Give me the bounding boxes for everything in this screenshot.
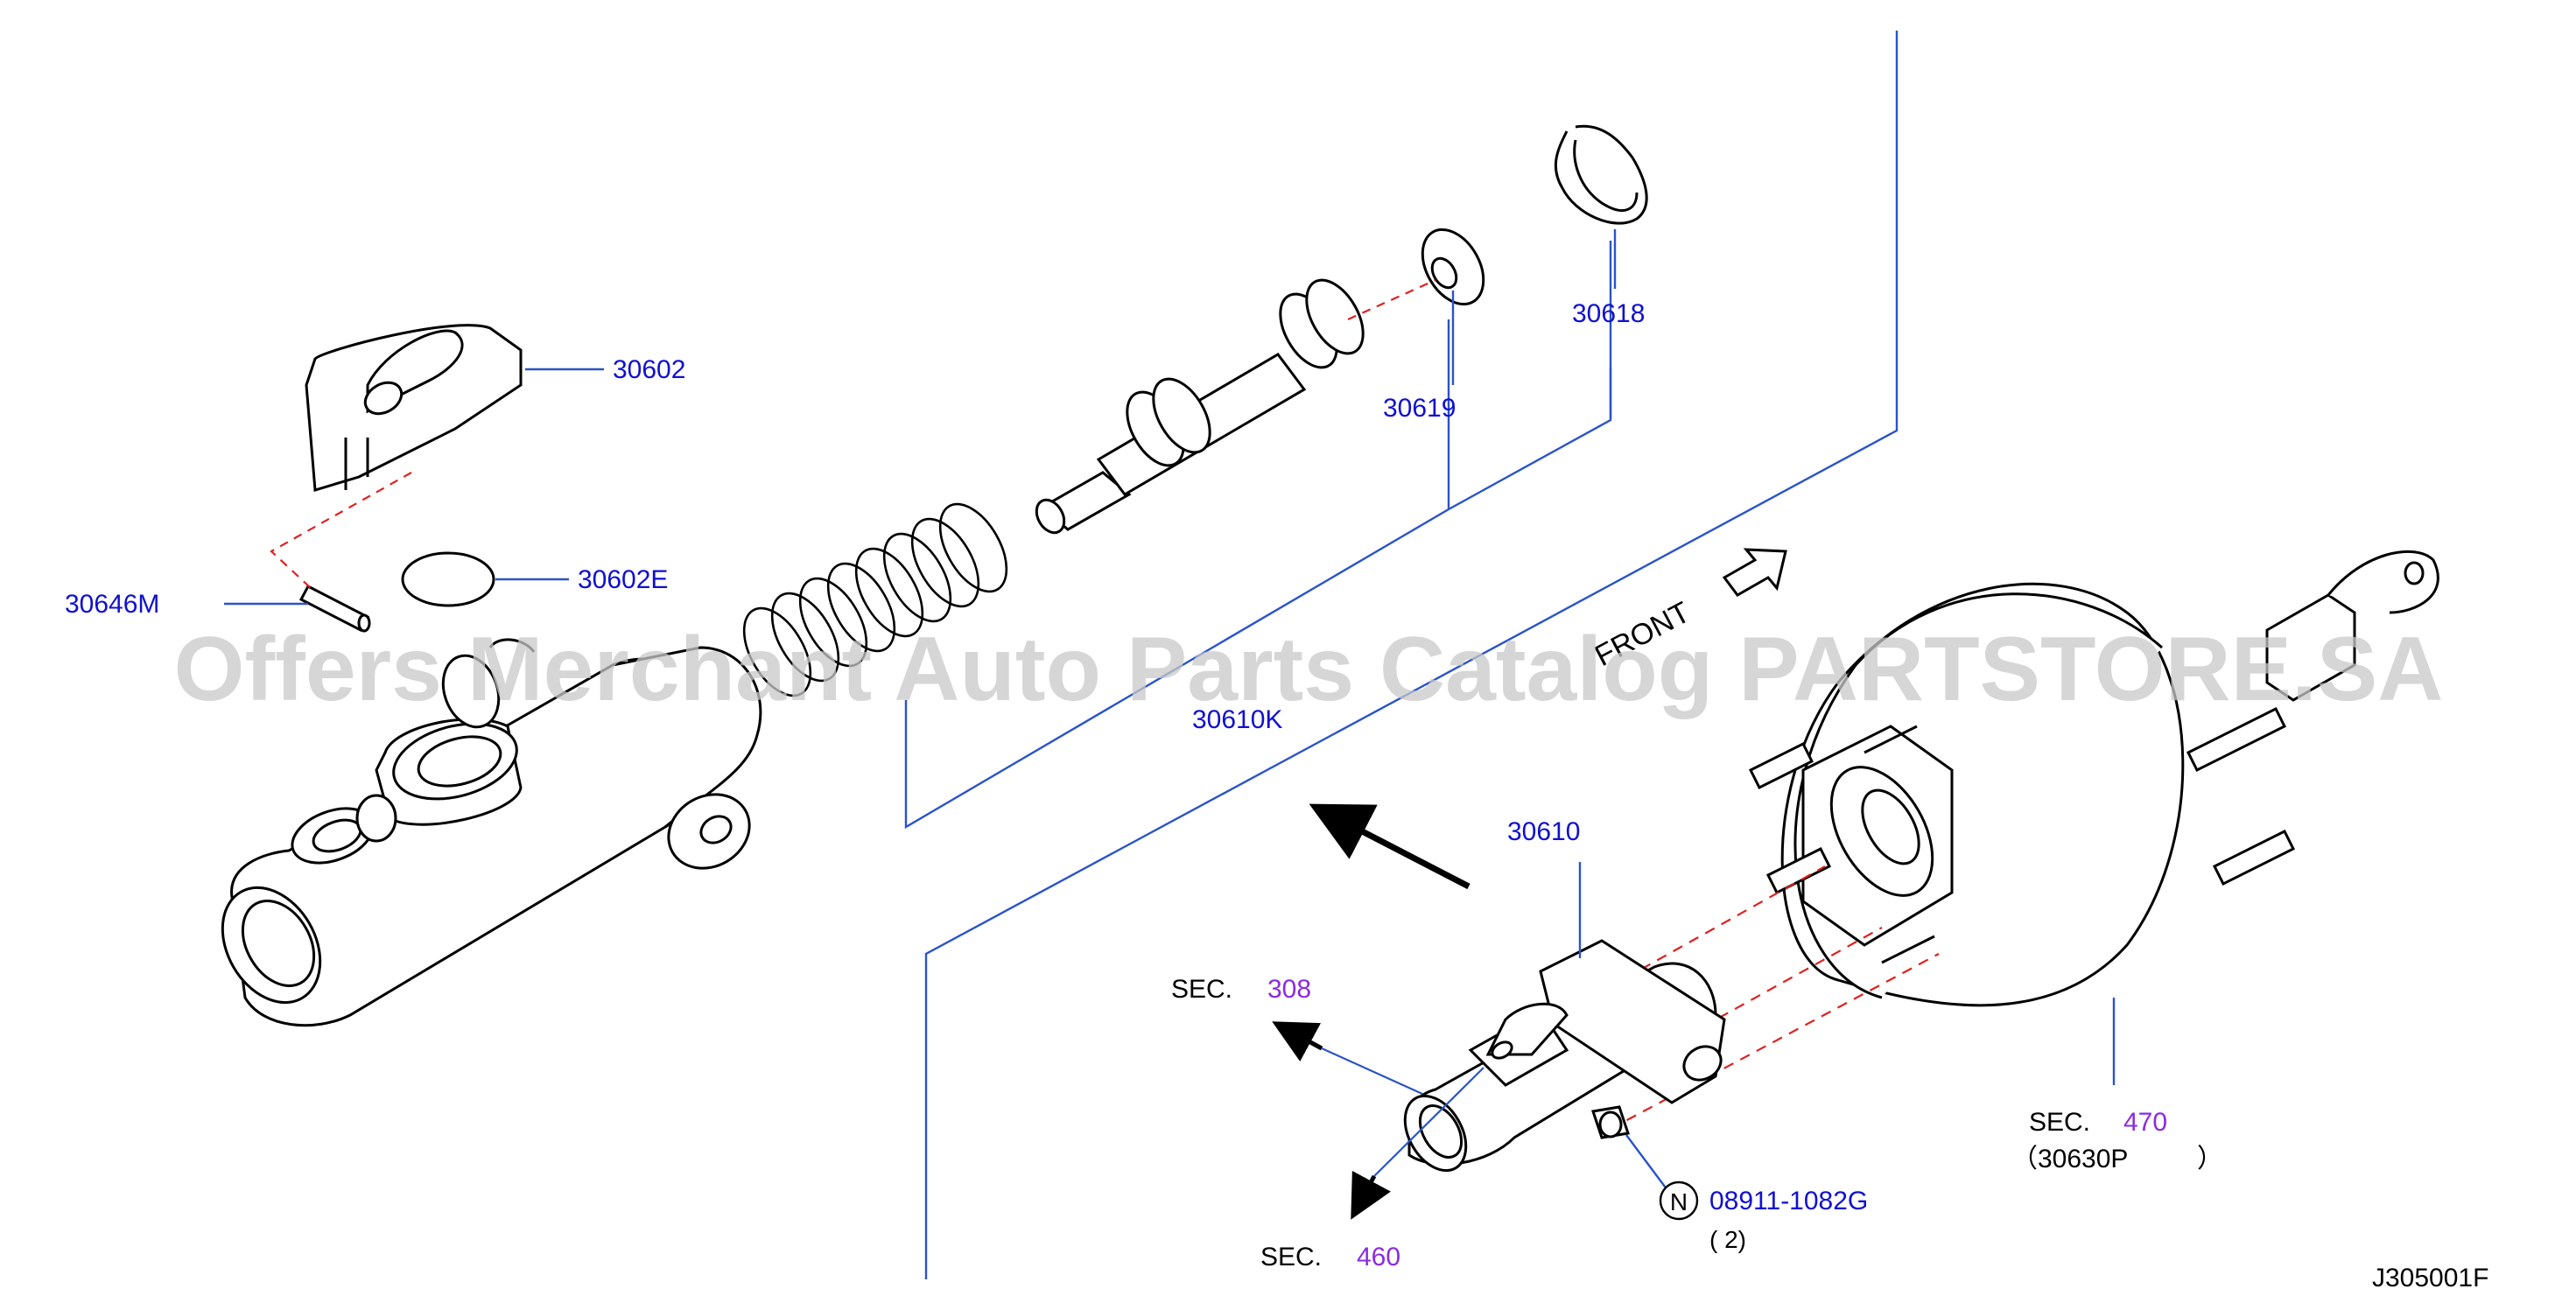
callout-30646m: 30646M bbox=[65, 590, 159, 619]
nut-symbol-icon: N bbox=[1659, 1180, 1699, 1221]
section-prefix: SEC. bbox=[2029, 1108, 2090, 1137]
callout-30610: 30610 bbox=[1507, 817, 1580, 846]
brake-booster bbox=[1748, 550, 2439, 1007]
piston-assembly bbox=[1035, 278, 1365, 535]
return-spring bbox=[742, 502, 1008, 697]
callout-30602: 30602 bbox=[613, 355, 685, 384]
callout-30602e: 30602E bbox=[578, 565, 668, 594]
assembly-bracket bbox=[904, 241, 1612, 830]
retaining-pin bbox=[298, 584, 371, 633]
section-prefix: SEC. bbox=[1260, 1243, 1322, 1271]
section-ref-470: SEC. 470 （30630P ） bbox=[2011, 1108, 2223, 1173]
master-cylinder-installed bbox=[1403, 939, 1726, 1173]
section-prefix: SEC. bbox=[1171, 975, 1232, 1004]
nut-symbol-text: N bbox=[1670, 1188, 1688, 1215]
reservoir-connector bbox=[305, 324, 523, 492]
callout-labels: 30602 30602E 30646M 30610K 30619 30618 3… bbox=[65, 299, 1868, 1215]
section-number: 470 bbox=[2123, 1108, 2167, 1137]
section-ref-308: SEC. 308 bbox=[1171, 975, 1311, 1004]
section-ref-460: SEC. 460 bbox=[1260, 1243, 1400, 1271]
section-number: 460 bbox=[1357, 1243, 1400, 1271]
front-arrow-icon bbox=[1722, 548, 1787, 597]
drawing-code: J305001F bbox=[2372, 1264, 2488, 1292]
section-sub-close: ） bbox=[2197, 1145, 2223, 1173]
direction-arrows bbox=[1309, 803, 1470, 890]
callout-08911: 08911-1082G bbox=[1709, 1187, 1868, 1215]
snap-ring bbox=[1554, 124, 1648, 225]
stopper-seal bbox=[1421, 228, 1485, 306]
callout-08911-qty: ( 2) bbox=[1709, 1226, 1746, 1253]
watermark: Offers Merchant Auto Parts Catalog PARTS… bbox=[174, 619, 2444, 720]
callout-30619: 30619 bbox=[1383, 394, 1456, 423]
reservoir-seal bbox=[401, 551, 495, 607]
callout-30618: 30618 bbox=[1572, 299, 1645, 328]
section-frame bbox=[924, 31, 1899, 1279]
callout-30610k: 30610K bbox=[1192, 705, 1282, 734]
section-ref-leaders bbox=[1321, 1047, 1485, 1177]
master-cylinder-body bbox=[221, 638, 762, 1027]
callout-leaders bbox=[224, 229, 2116, 1191]
section-sub-open: （30630P bbox=[2011, 1145, 2128, 1173]
pin-hidden-line bbox=[270, 278, 1436, 589]
section-number: 308 bbox=[1267, 975, 1311, 1004]
section-ref-arrows bbox=[1272, 1021, 1391, 1220]
